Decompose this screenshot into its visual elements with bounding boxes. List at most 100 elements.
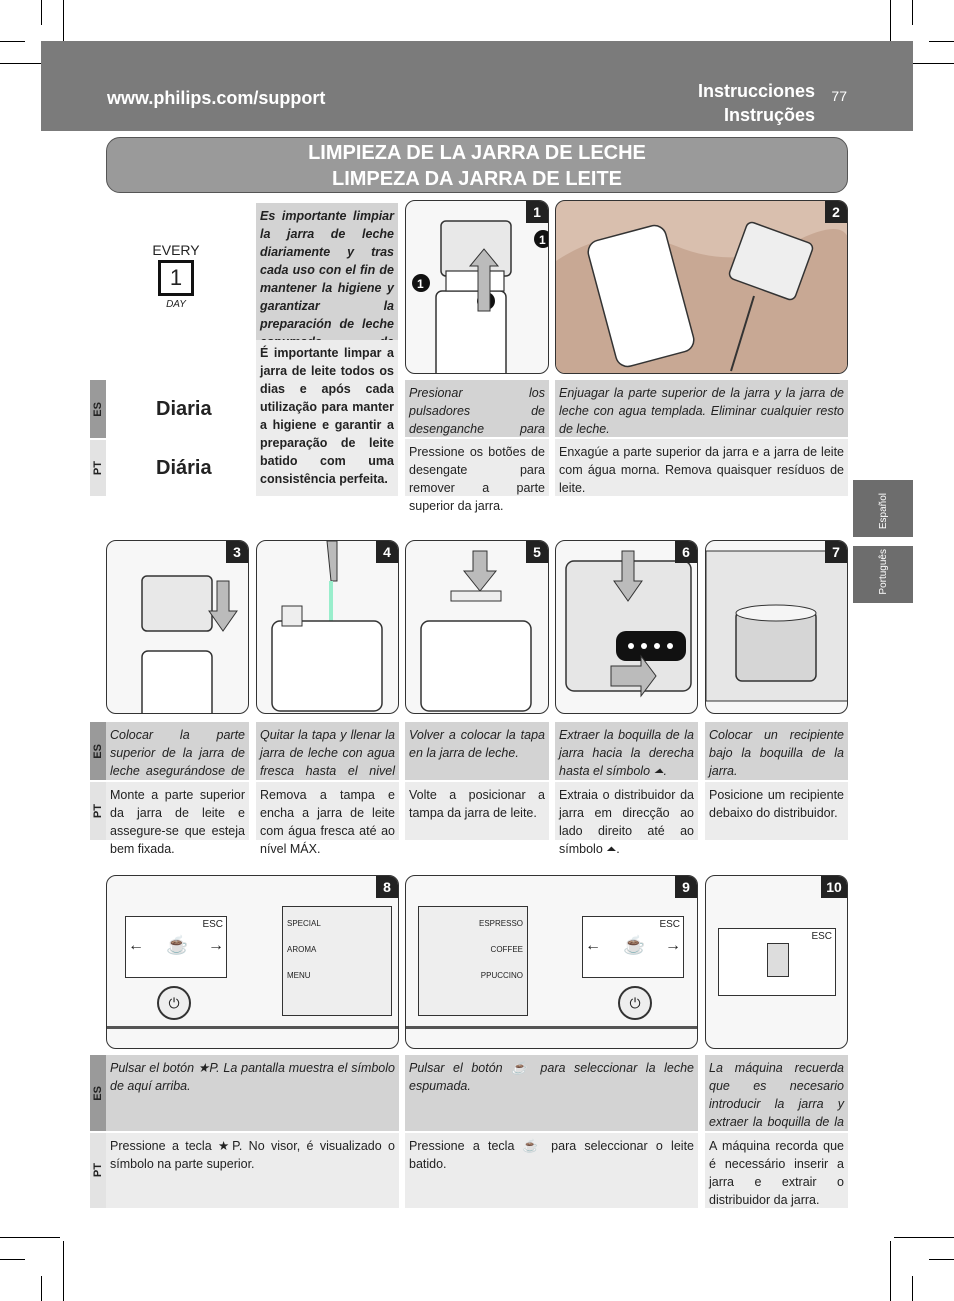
step-1-text-pt: Pressione os botões de desengate para re… (405, 439, 549, 513)
step-7-illustration: 7 (705, 540, 848, 714)
lang-label-pt: PT (90, 440, 106, 496)
menu-espresso[interactable]: ESPRESSO (478, 919, 523, 928)
crop-mark (63, 0, 64, 60)
rinse-illustration (556, 221, 847, 373)
lang-label-es: ES (90, 1055, 106, 1131)
crop-mark (0, 63, 60, 64)
step-2-text-es: Enjuagar la parte superior de la jarra y… (555, 380, 848, 437)
step-number: 7 (825, 541, 847, 563)
step-7-text-es: Colocar un recipiente bajo la boquilla d… (705, 722, 848, 780)
left-arrow-icon: ← (128, 937, 144, 954)
section-title: LIMPIEZA DE LA JARRA DE LECHE LIMPEZA DA… (106, 137, 848, 193)
step-5-text-es: Volver a colocar la tapa en la jarra de … (405, 722, 549, 780)
step-number: 8 (376, 876, 398, 898)
menu-menu[interactable]: MENU (287, 971, 311, 980)
crop-mark (890, 0, 891, 60)
side-tab-es[interactable]: Español (853, 480, 913, 537)
display-screen: ESC ← → ☕ (125, 916, 227, 978)
power-button[interactable]: ⏻ (157, 986, 191, 1020)
header-title-es: Instrucciones (697, 81, 815, 101)
lang-label-pt: PT (90, 782, 106, 840)
crop-mark (0, 41, 25, 42)
step-number: 1 (526, 201, 548, 223)
step-8-text-es: Pulsar el botón ★P. La pantalla muestra … (106, 1055, 399, 1131)
section-title-es: LIMPIEZA DE LA JARRA DE LECHE (308, 142, 646, 164)
crop-mark (63, 1241, 64, 1301)
section-title-pt: LIMPEZA DA JARRA DE LEITE (331, 168, 622, 190)
page-number: 77 (831, 88, 847, 104)
step-number: 10 (821, 876, 847, 898)
step-number: 4 (376, 541, 398, 563)
crop-mark (929, 1259, 954, 1260)
step-10-text-pt: A máquina recorda que é necessário inser… (705, 1133, 848, 1208)
page-header: www.philips.com/support Instrucciones In… (41, 41, 913, 131)
calendar-day-label: DAY (166, 299, 186, 310)
calendar-icon: EVERY 1 DAY (150, 242, 202, 322)
power-button[interactable]: ⏻ (618, 986, 652, 1020)
support-url[interactable]: www.philips.com/support (107, 88, 326, 108)
step-number: 5 (526, 541, 548, 563)
calendar-every: EVERY (152, 242, 200, 258)
svg-text:1: 1 (539, 233, 546, 247)
menu-panel: ESPRESSO COFFEE PPUCCINO (418, 906, 528, 1016)
frequency-pt: Diária (156, 457, 212, 479)
step-4-illustration: 4 (256, 540, 399, 714)
intro-text-pt: É importante limpar a jarra de leite tod… (256, 340, 398, 496)
milk-icon: ☕ (166, 935, 189, 955)
crop-mark (890, 1241, 891, 1301)
step-8-text-pt: Pressione a tecla ★P. No visor, é visual… (106, 1133, 399, 1208)
header-title: Instrucciones Instruções (698, 79, 815, 127)
menu-aroma[interactable]: AROMA (287, 945, 317, 954)
step-9-text-es: Pulsar el botón ☕ para seleccionar la le… (405, 1055, 698, 1131)
menu-coffee[interactable]: COFFEE (490, 945, 523, 954)
crop-mark (0, 1237, 60, 1238)
milk-icon: ☕ (623, 935, 646, 955)
step-1-text-es: Presionar los pulsadores de desenganche … (405, 380, 549, 472)
crop-mark (894, 63, 954, 64)
crop-mark (929, 41, 954, 42)
step-number: 6 (675, 541, 697, 563)
machine-base-line (406, 1026, 697, 1029)
step-3-text-es: Colocar la parte superior de la jarra de… (106, 722, 249, 796)
step-number: 3 (226, 541, 248, 563)
calendar-day-box: 1 (158, 260, 194, 296)
milk-jug-release-illustration: 1 1 2 (412, 220, 548, 373)
machine-base-line (107, 1026, 398, 1029)
menu-cappuccino[interactable]: PPUCCINO (480, 971, 523, 980)
step-6-illustration: 6 (555, 540, 698, 714)
step-10-illustration: ESC 10 (705, 875, 848, 1049)
intro-text-es: Es importante limpiar la jarra de leche … (256, 203, 398, 367)
step-number: 2 (825, 201, 847, 223)
esc-label: ESC (659, 919, 680, 930)
step-5-text-pt: Volte a posicionar a tampa da jarra de l… (405, 782, 549, 840)
lang-label-es: ES (90, 722, 106, 780)
step-3-text-pt: Monte a parte superior da jarra de leite… (106, 782, 249, 856)
lang-label-es: ES (90, 380, 106, 438)
step-9-illustration: ESPRESSO COFFEE PPUCCINO ESC ← → ☕ ⏻ 9 (405, 875, 698, 1049)
menu-special[interactable]: SPECIAL (287, 919, 321, 928)
step-9-text-pt: Pressione a tecla ☕ para seleccionar o l… (405, 1133, 698, 1208)
step-1-illustration: 1 1 2 1 (405, 200, 549, 374)
step-4-text-es: Quitar la tapa y llenar la jarra de lech… (256, 722, 399, 796)
step-2-illustration: 2 (555, 200, 848, 374)
crop-mark (41, 0, 42, 25)
esc-label: ESC (811, 931, 832, 942)
svg-text:1: 1 (417, 277, 424, 291)
left-arrow-icon: ← (585, 937, 601, 954)
step-8-illustration: ESC ← → ☕ ⏻ SPECIAL AROMA MENU 8 (106, 875, 399, 1049)
side-tab-pt[interactable]: Português (853, 546, 913, 603)
step-7-text-pt: Posicione um recipiente debaixo do distr… (705, 782, 848, 840)
step-10-text-es: La máquina recuerda que es necesario int… (705, 1055, 848, 1147)
lang-label-pt: PT (90, 1133, 106, 1208)
crop-mark (894, 1237, 954, 1238)
crop-mark (0, 1259, 25, 1260)
display-screen: ESC (718, 928, 836, 996)
step-4-text-pt: Remova a tampa e encha a jarra de leite … (256, 782, 399, 856)
step-3-illustration: 3 (106, 540, 249, 714)
step-5-illustration: 5 (405, 540, 549, 714)
right-arrow-icon: → (665, 937, 681, 954)
machine-jug-icon (767, 943, 789, 977)
crop-mark (41, 1276, 42, 1301)
header-title-pt: Instruções (723, 105, 815, 125)
frequency-es: Diaria (156, 398, 212, 420)
